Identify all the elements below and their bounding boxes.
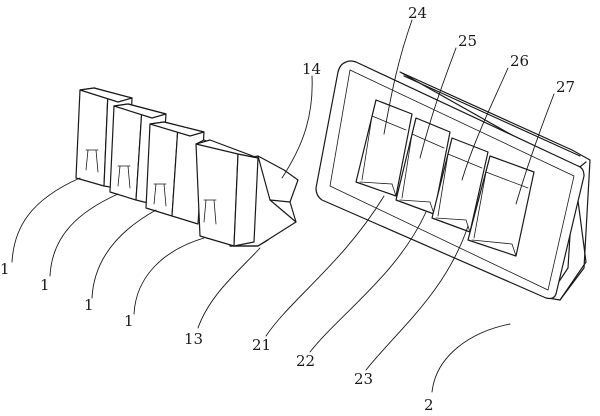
leader-27 [515, 93, 555, 205]
label-1c: 1 [84, 296, 94, 314]
label-14: 14 [302, 60, 321, 78]
label-21: 21 [252, 336, 271, 354]
label-24: 24 [408, 4, 427, 22]
reference-numerals: 1 1 1 1 13 14 2 21 22 23 24 25 26 27 [0, 4, 575, 414]
leader-26 [461, 67, 509, 181]
leader-2 [431, 323, 511, 393]
key-assembly [75, 87, 299, 247]
label-1d: 1 [124, 312, 134, 330]
label-23: 23 [354, 370, 373, 388]
leader-1c [91, 209, 157, 299]
label-26: 26 [510, 52, 529, 70]
leader-13 [197, 247, 261, 329]
label-1b: 1 [40, 276, 50, 294]
label-25: 25 [458, 32, 477, 50]
key-4 [195, 139, 259, 247]
leader-22 [309, 211, 427, 353]
key-2 [109, 103, 167, 207]
opening-27 [467, 155, 535, 257]
leader-21 [265, 195, 385, 337]
base-bottom [229, 239, 269, 247]
leader-23 [365, 225, 469, 371]
leader-1d [133, 237, 205, 315]
base-edge [269, 199, 291, 203]
label-13: 13 [184, 330, 203, 348]
leader-24 [383, 19, 413, 135]
key-3 [145, 121, 205, 225]
leader-lines [11, 19, 555, 393]
leader-14 [281, 75, 313, 179]
frame-bevel [329, 69, 575, 291]
leader-1a [11, 177, 81, 263]
label-27: 27 [556, 78, 575, 96]
label-22: 22 [296, 352, 315, 370]
label-2: 2 [424, 396, 434, 414]
opening-24 [355, 99, 413, 197]
frame-assembly [315, 60, 591, 301]
leader-1b [49, 193, 119, 277]
leader-25 [419, 47, 457, 159]
label-1a: 1 [0, 260, 10, 278]
